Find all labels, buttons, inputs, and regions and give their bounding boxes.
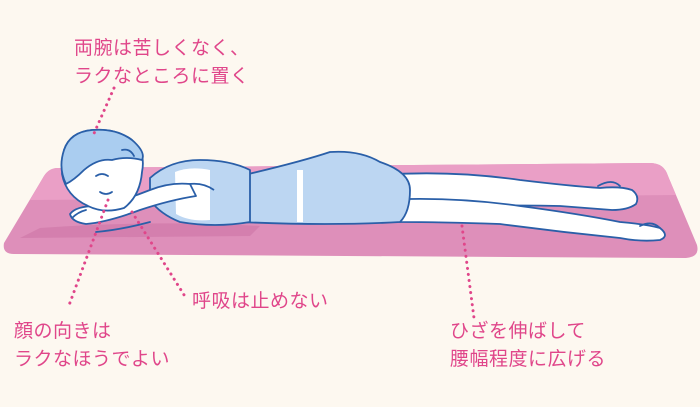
caption-arms-line-2: ラクなところに置く [74,65,250,87]
caption-knees-line-1: ひざを伸ばして [450,320,586,342]
caption-breath-line-1: 呼吸は止めない [192,290,329,312]
caption-arms-line-1: 両腕は苦しくなく、 [74,37,250,59]
pointer-breath [130,210,188,300]
caption-face-line-1: 顔の向きは [14,320,112,342]
pointer-face [66,198,110,310]
caption-breath: 呼吸は止めない [192,287,329,315]
caption-knees: ひざを伸ばして 腰幅程度に広げる [450,317,606,373]
head [60,128,144,212]
shorts [239,150,411,225]
caption-face-line-2: ラクなほうでよい [14,348,171,370]
caption-knees-line-2: 腰幅程度に広げる [450,348,607,370]
pointer-lines [66,86,476,320]
caption-arms: 両腕は苦しくなく、 ラクなところに置く [74,34,250,90]
caption-face: 顔の向きは ラクなほうでよい [14,317,170,373]
arms [69,182,197,233]
legs [379,172,666,242]
